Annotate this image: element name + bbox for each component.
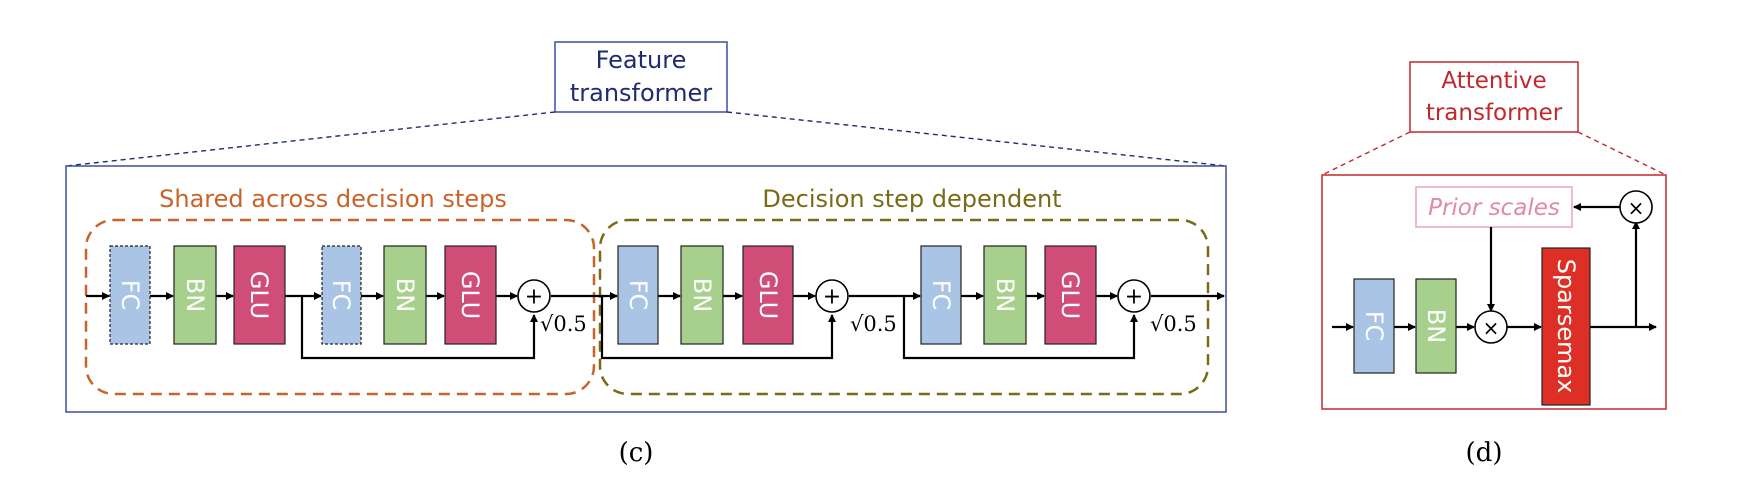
attentive-fc-label: FC	[1360, 311, 1388, 342]
fc-block-2: FC	[321, 245, 362, 345]
attentive-transformer-title-box	[1409, 61, 1579, 133]
bn-block-1: BN	[173, 245, 217, 345]
bn-block-3-label: BN	[688, 278, 716, 312]
bn-block-2: BN	[383, 245, 427, 345]
plus-node-3-symbol: +	[1125, 285, 1143, 310]
times-node-1: ×	[1474, 310, 1508, 344]
glu-block-2: GLU	[444, 245, 497, 345]
feature-transformer-frame	[65, 165, 1227, 413]
times-node-1-symbol: ×	[1483, 316, 1500, 340]
fc-block-1: FC	[109, 245, 151, 345]
dependent-group-box	[598, 218, 1210, 396]
prior-scales-label: Prior scales	[1428, 195, 1560, 221]
bn-block-1-label: BN	[181, 278, 209, 312]
shared-group-label: Shared across decision steps	[159, 185, 507, 213]
sparsemax-block: Sparsemax	[1541, 247, 1591, 406]
attentive-transformer-title-line1: Attentive	[1441, 68, 1546, 94]
bn-block-4-label: BN	[991, 278, 1019, 312]
attentive-transformer-title-line2: transformer	[1426, 100, 1563, 126]
attentive-transformer-panel: Attentive transformer Prior scales FC BN	[1321, 61, 1667, 468]
attentive-bn-block: BN	[1415, 278, 1457, 374]
prior-scales-box	[1415, 186, 1573, 228]
fc-block-4-label: FC	[927, 280, 955, 311]
fc-block-4: FC	[920, 245, 962, 345]
times-node-2-symbol: ×	[1628, 196, 1645, 220]
attentive-zoom-line-right	[1577, 131, 1667, 176]
glu-block-3: GLU	[742, 245, 794, 345]
attentive-transformer-frame	[1321, 174, 1667, 410]
plus-node-1: +	[517, 279, 551, 313]
plus-node-1-symbol: +	[525, 285, 543, 310]
caption-d: (d)	[1466, 438, 1503, 468]
sqrt-label-3: √0.5	[1150, 312, 1197, 336]
fc-block-3-label: FC	[624, 280, 652, 311]
skip-connection-3	[902, 296, 1138, 360]
bn-block-2-label: BN	[391, 278, 419, 312]
plus-node-2: +	[815, 279, 849, 313]
fc-block-3: FC	[617, 245, 659, 345]
plus-node-3: +	[1117, 279, 1151, 313]
feature-transformer-title-line1: Feature	[596, 46, 687, 74]
glu-block-4: GLU	[1044, 245, 1097, 345]
glu-block-4-label: GLU	[1056, 271, 1084, 319]
attentive-fc-block: FC	[1353, 278, 1395, 374]
bn-block-3: BN	[680, 245, 724, 345]
caption-c: (c)	[619, 438, 654, 468]
times-node-2: ×	[1619, 190, 1653, 224]
fc-block-2-label: FC	[327, 280, 355, 311]
sparsemax-label: Sparsemax	[1552, 259, 1580, 394]
feature-transformer-title-line2: transformer	[570, 79, 712, 107]
fc-block-1-label: FC	[116, 280, 144, 311]
bn-block-4: BN	[983, 245, 1027, 345]
glu-block-1-label: GLU	[245, 271, 273, 319]
glu-block-3-label: GLU	[754, 271, 782, 319]
glu-block-2-label: GLU	[456, 271, 484, 319]
zoom-line-left	[65, 111, 556, 167]
sqrt-label-2: √0.5	[850, 312, 897, 336]
glu-block-1: GLU	[233, 245, 286, 345]
attentive-bn-label: BN	[1422, 309, 1450, 343]
shared-group-box	[84, 218, 596, 396]
zoom-line-right	[726, 111, 1227, 167]
sqrt-label-1: √0.5	[540, 312, 587, 336]
feature-transformer-title-box	[554, 41, 728, 113]
plus-node-2-symbol: +	[823, 285, 841, 310]
skip-connection-2	[600, 296, 836, 360]
feature-transformer-panel: Feature transformer Shared across decisi…	[65, 41, 1227, 468]
skip-connection-1	[300, 296, 538, 360]
attentive-zoom-line-left	[1321, 131, 1411, 176]
dependent-group-label: Decision step dependent	[762, 185, 1061, 213]
